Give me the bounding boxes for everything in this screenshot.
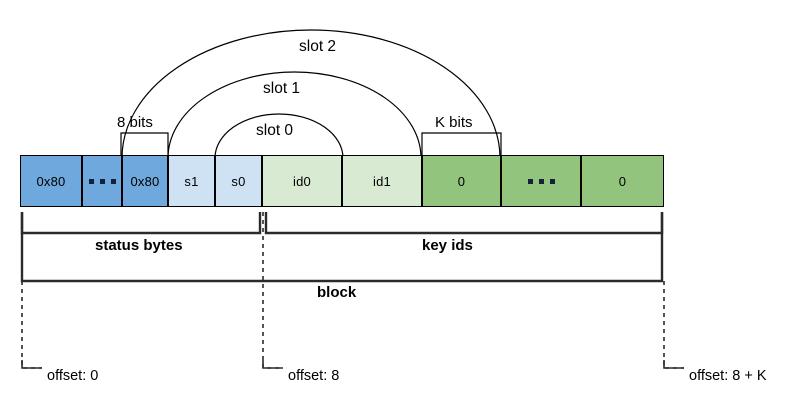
label-slot-0: slot 0 xyxy=(256,122,294,139)
offset-8-leader xyxy=(262,212,283,369)
cell-s0[interactable]: s0 xyxy=(215,155,262,207)
label-key-ids: key ids xyxy=(422,237,473,254)
cell-status-byte-0[interactable]: 0x80 xyxy=(20,155,82,207)
slot-0-arc xyxy=(214,113,344,159)
label-offset-8-plus-k: offset: 8 + K xyxy=(689,368,767,384)
offset-8-leader-tip xyxy=(262,360,283,369)
label-status-bytes: status bytes xyxy=(95,237,183,254)
offset-8k-leader-tip xyxy=(663,360,684,369)
label-offset-8: offset: 8 xyxy=(288,368,340,384)
status-bytes-bracket xyxy=(20,212,262,235)
ellipsis-icon xyxy=(88,178,116,184)
label-k-bits: K bits xyxy=(435,114,473,131)
cell-status-ellipsis xyxy=(82,155,122,207)
cell-keyid-ellipsis xyxy=(501,155,581,207)
cell-status-byte-n[interactable]: 0x80 xyxy=(122,155,168,207)
k-bits-bracket xyxy=(421,132,502,158)
eight-bits-bracket xyxy=(120,132,169,158)
label-block: block xyxy=(317,284,357,301)
label-slot-1: slot 1 xyxy=(263,80,301,97)
ellipsis-icon xyxy=(527,178,555,184)
label-slot-2: slot 2 xyxy=(299,38,337,55)
cell-keyid-zero-0[interactable]: 0 xyxy=(422,155,501,207)
label-8-bits: 8 bits xyxy=(117,114,153,131)
label-offset-0: offset: 0 xyxy=(47,368,99,384)
cell-s1[interactable]: s1 xyxy=(168,155,215,207)
slot-2-arc xyxy=(121,29,501,159)
cell-keyid-zero-n[interactable]: 0 xyxy=(581,155,664,207)
offset-0-leader xyxy=(21,281,42,369)
offset-8k-leader xyxy=(663,281,684,369)
cell-id0[interactable]: id0 xyxy=(262,155,342,207)
block-bracket xyxy=(20,212,664,283)
cell-id1[interactable]: id1 xyxy=(342,155,422,207)
offset-0-leader-tip xyxy=(21,360,42,369)
slot-1-arc xyxy=(167,71,422,159)
key-ids-bracket xyxy=(264,212,664,235)
